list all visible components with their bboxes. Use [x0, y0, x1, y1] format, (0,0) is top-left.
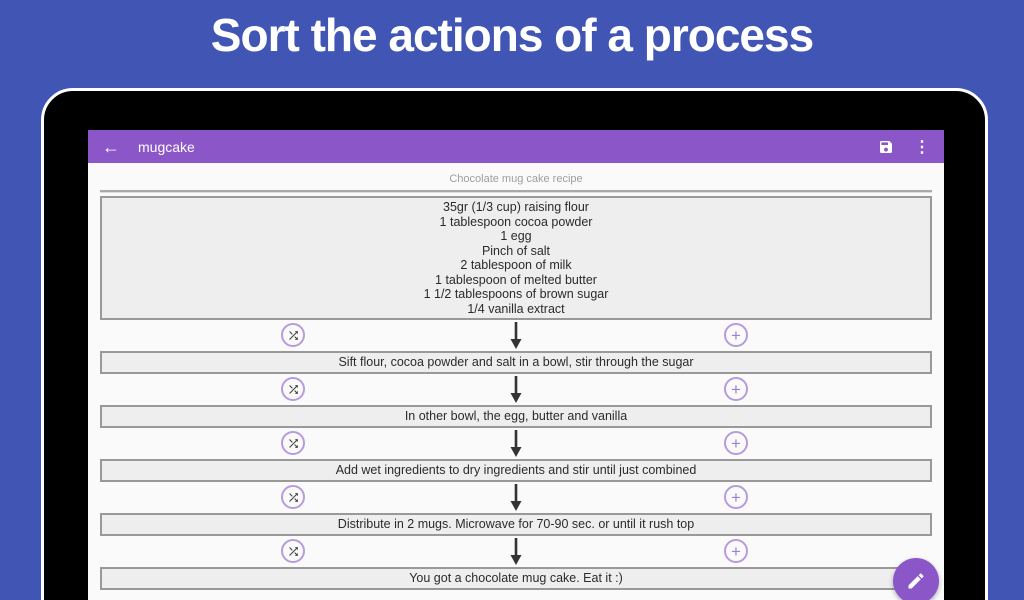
add-step-button[interactable]: + — [724, 377, 748, 401]
save-icon[interactable] — [878, 139, 894, 155]
step-connector: + — [96, 374, 936, 405]
shuffle-icon — [288, 438, 298, 448]
tablet-frame: ← mugcake ⋮ Chocolate mug cake recipe 35… — [41, 88, 988, 600]
shuffle-icon — [288, 330, 298, 340]
process-editor: Chocolate mug cake recipe 35gr (1/3 cup)… — [88, 163, 944, 590]
add-step-button[interactable]: + — [724, 485, 748, 509]
pencil-icon — [908, 573, 924, 589]
process-step-node[interactable]: You got a chocolate mug cake. Eat it :) — [100, 567, 932, 590]
shuffle-button[interactable] — [281, 323, 305, 347]
toolbar-title: mugcake — [138, 138, 195, 155]
shuffle-icon — [288, 492, 298, 502]
shuffle-button[interactable] — [281, 377, 305, 401]
process-step-node[interactable]: In other bowl, the egg, butter and vanil… — [100, 405, 932, 428]
process-step-node[interactable]: Distribute in 2 mugs. Microwave for 70-9… — [100, 513, 932, 536]
shuffle-icon — [288, 384, 298, 394]
shuffle-button[interactable] — [281, 485, 305, 509]
edit-fab[interactable] — [893, 558, 939, 600]
step-connector: + — [96, 482, 936, 513]
add-step-button[interactable]: + — [724, 431, 748, 455]
add-step-button[interactable]: + — [724, 539, 748, 563]
header-divider — [100, 190, 932, 193]
process-title: Chocolate mug cake recipe — [449, 173, 583, 185]
arrow-down-icon — [508, 322, 524, 354]
banner-title: Sort the actions of a process — [210, 9, 814, 61]
arrow-down-icon — [508, 538, 524, 570]
process-step-node[interactable]: Sift flour, cocoa powder and salt in a b… — [100, 351, 932, 374]
step-connector: + — [96, 536, 936, 567]
arrow-down-icon — [508, 430, 524, 462]
process-step-node[interactable]: Add wet ingredients to dry ingredients a… — [100, 459, 932, 482]
app-toolbar: ← mugcake ⋮ — [88, 130, 944, 163]
shuffle-button[interactable] — [281, 431, 305, 455]
process-step-node[interactable]: 35gr (1/3 cup) raising flour 1 tablespoo… — [100, 196, 932, 320]
add-step-button[interactable]: + — [724, 323, 748, 347]
overflow-menu-icon[interactable]: ⋮ — [914, 138, 930, 156]
arrow-down-icon — [508, 484, 524, 516]
back-arrow-icon[interactable]: ← — [102, 136, 120, 157]
shuffle-icon — [288, 546, 298, 556]
step-connector: + — [96, 428, 936, 459]
shuffle-button[interactable] — [281, 539, 305, 563]
app-screen: ← mugcake ⋮ Chocolate mug cake recipe 35… — [88, 130, 944, 600]
arrow-down-icon — [508, 376, 524, 408]
step-connector: + — [96, 320, 936, 351]
